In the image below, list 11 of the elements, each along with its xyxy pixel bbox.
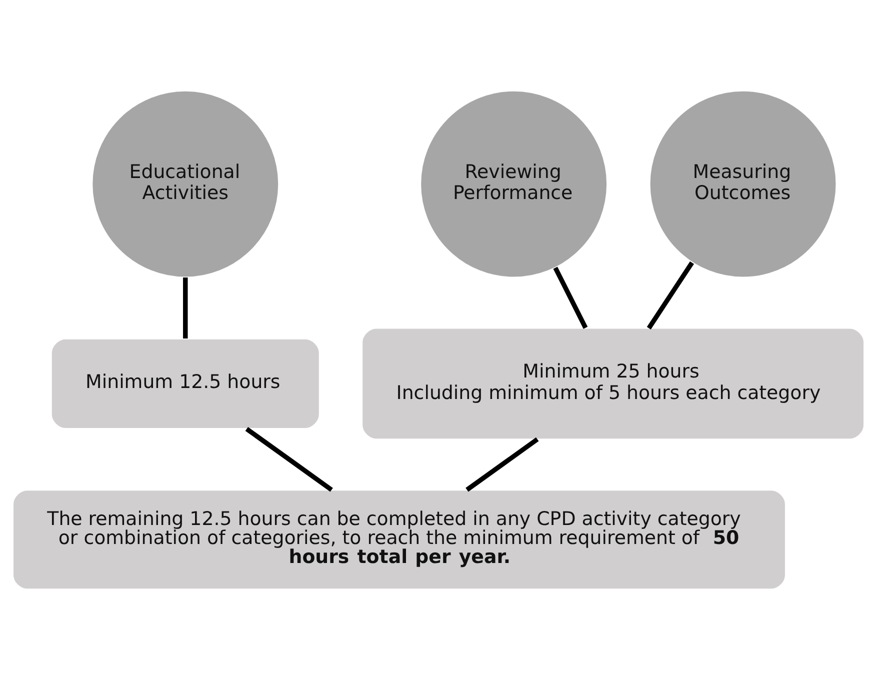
node-box: Minimum 25 hours Including minimum of 5 hours each category [361,327,865,440]
connector [183,277,188,338]
node-circle: Reviewing Performance [420,90,608,278]
node-box: Minimum 12.5 hours [50,338,320,429]
node-circle: Measuring Outcomes [649,90,837,278]
connector [245,426,333,492]
node-circle: Educational Activities [91,90,280,278]
connector [646,260,694,329]
node-box: The remaining 12.5 hours can be completed in any CPD activity category or combination of categories, to reach the minimum requirement of 50 hours total per year. [12,488,786,590]
connector [466,436,539,492]
connector [553,266,588,328]
